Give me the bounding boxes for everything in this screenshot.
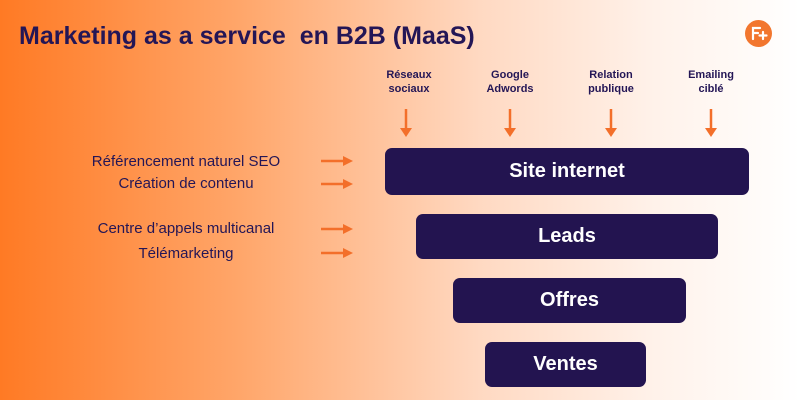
arrow-down-icon bbox=[400, 109, 412, 137]
label-seo: Référencement naturel SEO bbox=[91, 153, 281, 170]
arrow-right-icon bbox=[321, 179, 353, 189]
channel-targeted-emailing: Emailing ciblé bbox=[688, 69, 734, 95]
arrow-down-icon bbox=[705, 109, 717, 137]
stage-sales: Ventes bbox=[485, 342, 646, 387]
channel-social-networks: Réseaux sociaux bbox=[386, 69, 432, 95]
arrow-right-icon bbox=[321, 224, 353, 234]
arrow-down-icon bbox=[504, 109, 516, 137]
channel-google-adwords: Google Adwords bbox=[486, 69, 534, 95]
stage-offers: Offres bbox=[453, 278, 686, 323]
label-content-creation: Création de contenu bbox=[118, 175, 254, 192]
arrow-right-icon bbox=[321, 248, 353, 258]
channel-public-relations: Relation publique bbox=[588, 69, 634, 95]
diagram-title: Marketing as a service en B2B (MaaS) bbox=[19, 22, 475, 50]
label-telemarketing: Télémarketing bbox=[138, 245, 234, 262]
stage-leads: Leads bbox=[416, 214, 718, 259]
label-call-center: Centre d’appels multicanal bbox=[97, 220, 275, 237]
f-plus-logo-icon bbox=[745, 20, 772, 47]
stage-website: Site internet bbox=[385, 148, 749, 195]
arrow-right-icon bbox=[321, 156, 353, 166]
arrow-down-icon bbox=[605, 109, 617, 137]
